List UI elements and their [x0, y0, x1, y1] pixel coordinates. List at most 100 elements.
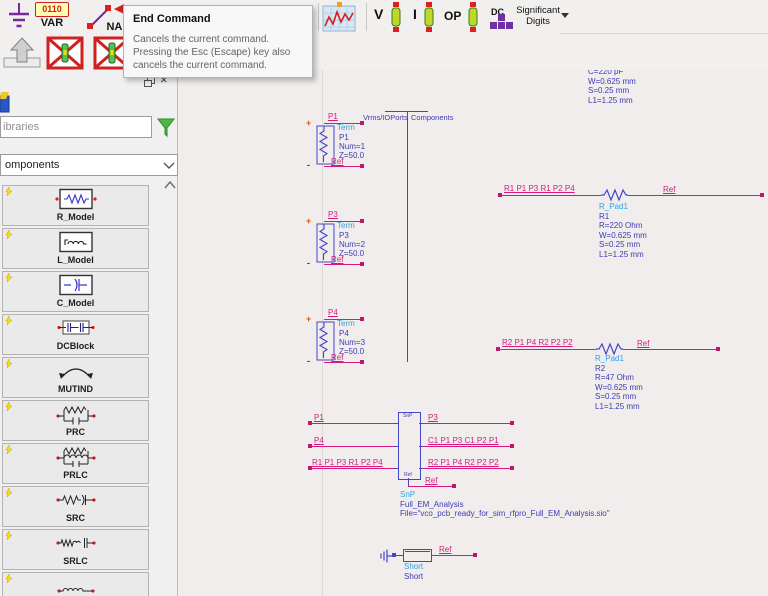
libraries-icon: [0, 91, 14, 113]
palette-item-mutind[interactable]: MUTIND: [2, 357, 149, 398]
palette-item-r-model[interactable]: R_Model: [2, 185, 149, 226]
capacitor-model-icon: [54, 274, 98, 297]
plus-marker: +: [306, 314, 311, 324]
voltage-probe-button[interactable]: V: [374, 6, 383, 24]
inductor-icon: [54, 583, 98, 596]
wire[interactable]: [423, 423, 512, 424]
net-label: P3: [328, 210, 338, 220]
toolbar: 0110 VAR NAM: [0, 0, 768, 71]
wire[interactable]: [423, 446, 512, 447]
significant-digits-button[interactable]: Significant Digits: [514, 5, 562, 27]
wire[interactable]: [408, 486, 455, 487]
ref-label: Ref: [663, 185, 675, 195]
net-label: P1: [328, 112, 338, 122]
favorite-bolt-icon: [5, 230, 13, 240]
short-symbol: [403, 549, 432, 562]
voltage-probe-icon[interactable]: [389, 2, 403, 33]
current-probe-button[interactable]: I: [413, 6, 417, 24]
wire[interactable]: [324, 166, 363, 167]
minus-marker: -: [307, 160, 310, 170]
palette-item-label: DCBlock: [3, 341, 148, 351]
favorite-bolt-icon: [5, 488, 13, 498]
wire-endpoint: [360, 360, 364, 364]
var-chip-icon: 0110: [35, 2, 69, 17]
wire-endpoint: [452, 484, 456, 488]
component-type-label: SnP: [400, 490, 610, 500]
toolbar-separator: [366, 3, 367, 31]
tooltip-end-command: End Command Cancels the current command.…: [123, 5, 313, 78]
ground-icon[interactable]: [6, 1, 32, 32]
wire[interactable]: [498, 349, 596, 350]
var-button[interactable]: 0110 VAR: [35, 2, 69, 29]
wire[interactable]: [431, 555, 475, 556]
wire[interactable]: [623, 349, 718, 350]
wire[interactable]: [324, 362, 363, 363]
snp-component[interactable]: SnP Ref P1 P4: [308, 410, 568, 520]
chevron-down-icon[interactable]: [560, 12, 571, 20]
palette-item-src[interactable]: SRC: [2, 486, 149, 527]
component-name: Full_EM_Analysis: [400, 500, 610, 510]
op-probe-icon[interactable]: [466, 2, 480, 33]
palette-category-select[interactable]: omponents: [0, 154, 178, 176]
library-search-input[interactable]: [0, 116, 152, 138]
current-probe-icon[interactable]: [422, 2, 436, 33]
component-name: R1: [599, 212, 647, 222]
resistor-component[interactable]: R1 P1 P3 R1 P2 P4 Ref R_Pad1 R1 R=220 Oh…: [498, 184, 768, 264]
scroll-up-icon[interactable]: [163, 180, 177, 190]
palette-item-prlc[interactable]: PRLC: [2, 443, 149, 484]
net-label: P1: [314, 413, 324, 423]
wire[interactable]: [310, 446, 394, 447]
wire-endpoint: [510, 444, 514, 448]
component-type-label: R_Pad1: [595, 354, 643, 364]
net-label: R2 P1 P4 R2 P2 P2: [428, 458, 499, 468]
palette-item-l-model[interactable]: L_Model: [2, 228, 149, 269]
waveform-display-icon[interactable]: [322, 2, 356, 32]
op-probe-button[interactable]: OP: [444, 7, 461, 25]
wire-endpoint: [360, 262, 364, 266]
wire[interactable]: [628, 195, 763, 196]
pin-stub: [394, 423, 398, 424]
param-line: C=220 pF: [588, 70, 636, 77]
palette-item-c-model[interactable]: C_Model: [2, 271, 149, 312]
ref-label: Ref: [637, 339, 649, 349]
net-label: R1 P1 P3 R1 P2 P4: [312, 458, 383, 468]
palette-item-label: MUTIND: [3, 384, 148, 394]
chevron-down-icon: [163, 162, 175, 170]
tooltip-body: Cancels the current command. Pressing th…: [133, 33, 303, 73]
short-symbol-inner-line: [405, 551, 430, 552]
wire-endpoint: [760, 193, 764, 197]
dc-annotation-icon[interactable]: [488, 14, 516, 30]
param-line: W=0.625 mm: [595, 383, 643, 393]
schematic-canvas[interactable]: C=220 pF W=0.625 mm S=0.25 mm L1=1.25 mm…: [178, 70, 768, 596]
favorite-bolt-icon: [5, 316, 13, 326]
short-component[interactable]: Ref Short Short: [378, 546, 488, 586]
wire[interactable]: [500, 195, 601, 196]
wire-endpoint: [716, 347, 720, 351]
filter-funnel-icon[interactable]: [156, 117, 176, 139]
pin-stub: [394, 468, 398, 469]
palette-item-srlc[interactable]: SRLC: [2, 529, 149, 570]
resistor-component[interactable]: R2 P1 P4 R2 P2 P2 Ref R_Pad1 R2 R=47 Ohm…: [496, 338, 726, 418]
dc-block-icon: [54, 317, 98, 340]
parallel-rlc-icon: [54, 446, 98, 469]
deactivate-component-icon[interactable]: [46, 36, 84, 70]
palette-item-partial[interactable]: [2, 572, 149, 596]
wire[interactable]: [310, 423, 394, 424]
wire[interactable]: [423, 468, 512, 469]
bus-label-right: Components: [411, 113, 454, 123]
wire[interactable]: [324, 264, 363, 265]
wire-endpoint: [360, 219, 364, 223]
term-component[interactable]: P3 + - Term P3 Num=2 Z=50.0 Ref: [307, 211, 402, 271]
wire[interactable]: [310, 468, 394, 469]
term-component[interactable]: P1 + - Term P1 Num=1 Z=50.0 Ref: [307, 113, 402, 173]
palette-item-label: SRC: [3, 513, 148, 523]
move-up-hierarchy-icon[interactable]: [3, 36, 43, 69]
term-component[interactable]: P4 + - Term P4 Num=3 Z=50.0 Ref: [307, 309, 402, 369]
palette-item-prc[interactable]: PRC: [2, 400, 149, 441]
mutual-inductor-icon: [54, 360, 98, 383]
component-params: R_Pad1 R2 R=47 Ohm W=0.625 mm S=0.25 mm …: [595, 354, 643, 412]
param-line: S=0.25 mm: [599, 240, 647, 250]
wire-endpoint: [473, 553, 477, 557]
palette-item-dcblock[interactable]: DCBlock: [2, 314, 149, 355]
palette-item-label: R_Model: [3, 212, 148, 222]
